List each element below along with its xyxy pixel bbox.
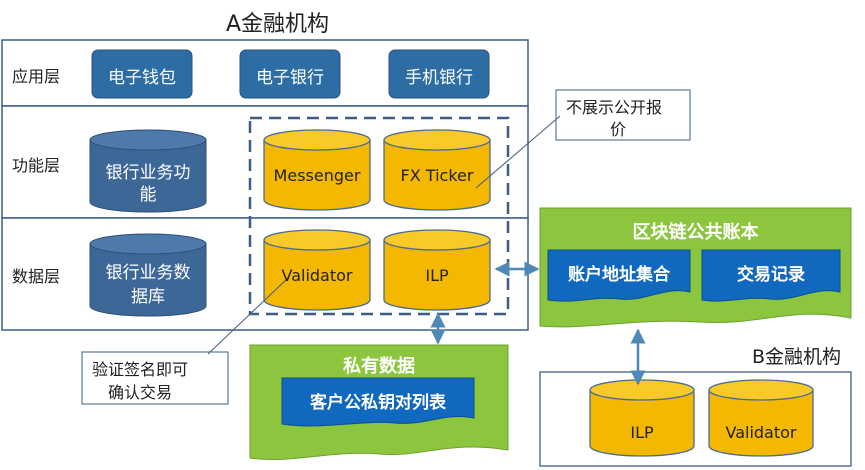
layer-label-data: 数据层: [12, 267, 61, 286]
layer-label-app: 应用层: [12, 67, 61, 86]
callout-validator-line2: 确认交易: [108, 383, 173, 402]
ledger-item-tx-shape: [701, 249, 841, 302]
validator-db-a: [263, 229, 371, 311]
inst-b-title: B金融机构: [752, 346, 842, 368]
private-data-item: 客户公私钥对列表: [310, 393, 446, 413]
callout-fx-leader: [475, 115, 561, 189]
ledger-item-accounts-shape: [547, 249, 691, 302]
app-label-mobile: 手机银行: [405, 68, 473, 88]
callout-fx-line2: 价: [610, 120, 627, 139]
bank-data-label-line1: 银行业务数: [105, 263, 191, 283]
open-ledger-modules-group: [248, 116, 510, 316]
fx-ticker-label: FX Ticker: [400, 166, 474, 185]
ledger-item-accounts: 账户地址集合: [568, 265, 670, 285]
app-box-mobile: [388, 49, 490, 99]
bank-data-db: [89, 233, 207, 317]
app-box-ebank: [239, 49, 341, 99]
bank-function-label-line1: 银行业务功: [105, 163, 191, 183]
private-item-shape: [281, 377, 475, 427]
app-box-wallet: [91, 49, 193, 99]
callout-validator-box: [81, 351, 229, 405]
callout-validator-line1: 验证签名即可: [92, 360, 189, 379]
inst-a-title: A金融机构: [226, 12, 330, 37]
validator-label-b: Validator: [725, 423, 797, 442]
app-label-ebank: 电子银行: [256, 68, 324, 88]
callout-fx-box: [555, 89, 691, 141]
ledger-title: 区块链公共账本: [632, 222, 759, 243]
messenger-label: Messenger: [273, 166, 361, 185]
validator-label-a: Validator: [281, 266, 353, 285]
ilp-db-a: [383, 229, 491, 311]
ilp-db-b: [589, 379, 695, 457]
validator-db-b: [708, 379, 814, 457]
fx-ticker-db: [383, 129, 491, 211]
private-data-title: 私有数据: [343, 356, 415, 377]
layer-label-func: 功能层: [12, 156, 61, 175]
messenger-db: [263, 129, 371, 211]
ledger-item-tx: 交易记录: [737, 265, 805, 285]
callout-validator-leader: [207, 277, 289, 355]
bank-data-label-line2: 据库: [131, 287, 165, 307]
callout-fx-line1: 不展示公开报: [566, 98, 663, 117]
ilp-label-b: ILP: [630, 423, 654, 442]
ilp-label-a: ILP: [425, 266, 449, 285]
app-label-wallet: 电子钱包: [108, 68, 176, 88]
bank-function-label-line2: 能: [139, 185, 157, 205]
bank-function-db: [89, 129, 207, 213]
